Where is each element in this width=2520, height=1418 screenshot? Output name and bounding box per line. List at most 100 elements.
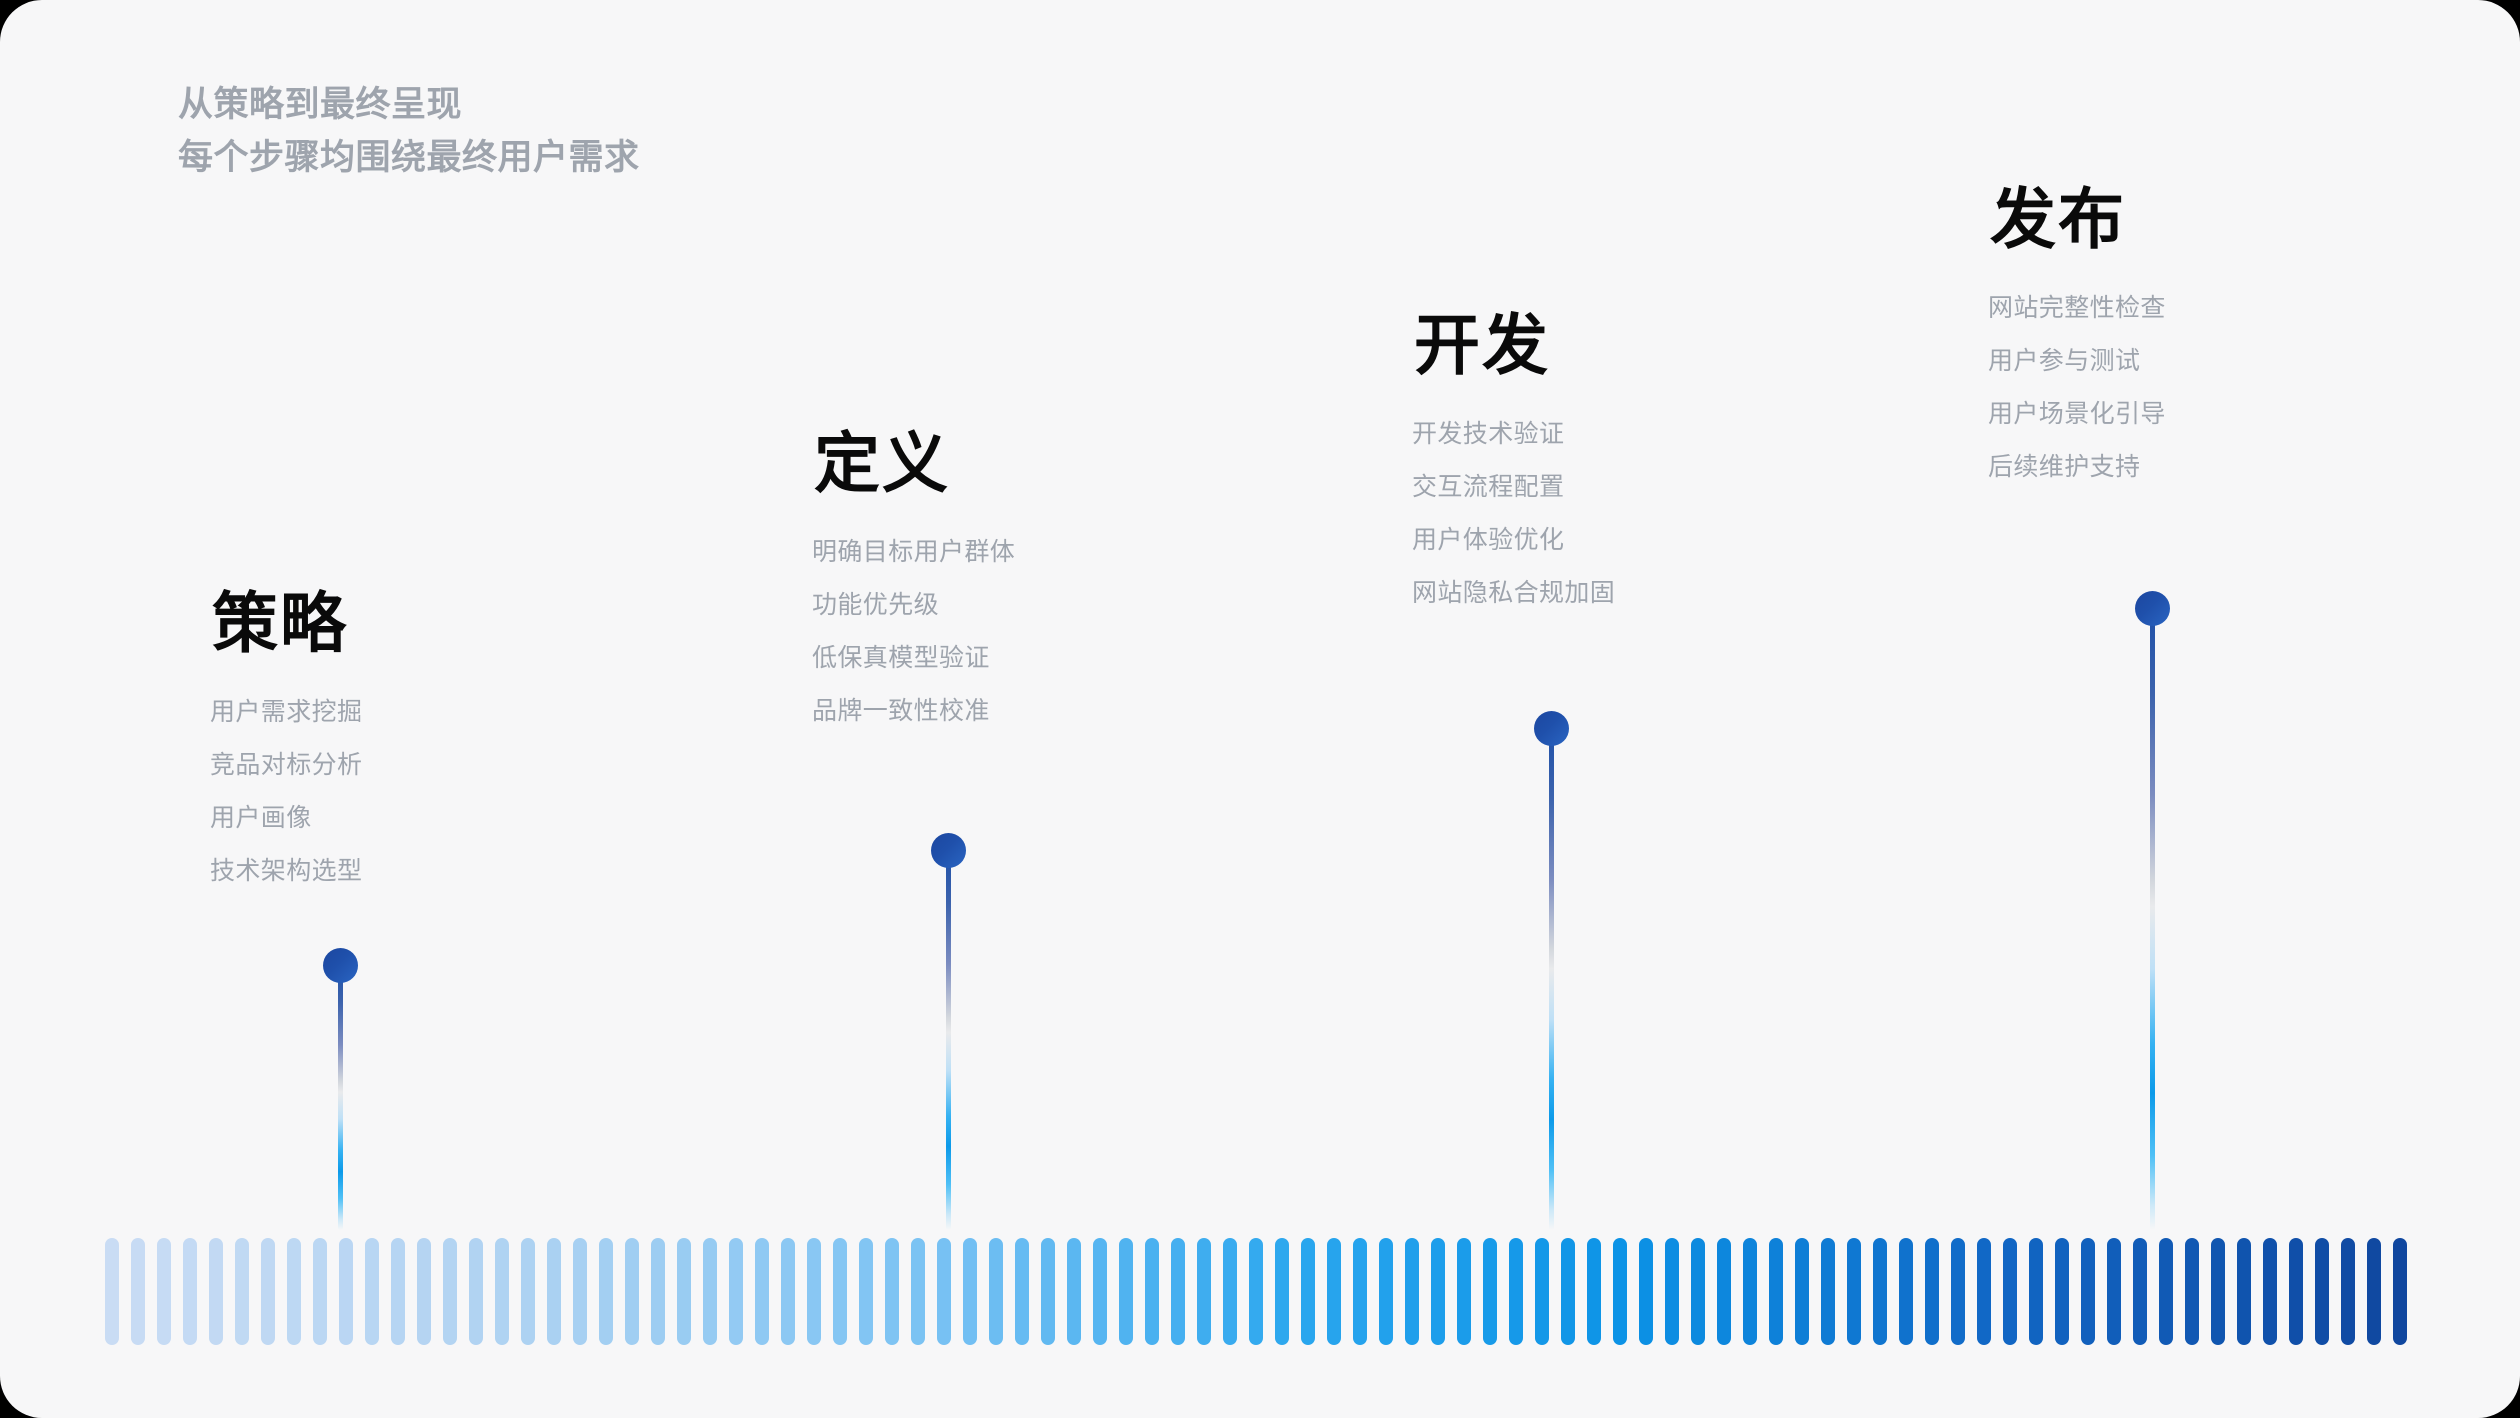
stage-item-list-3: 开发技术验证 交互流程配置 用户体验优化 网站隐私合规加固: [1412, 422, 1615, 606]
timeline-marker-4[interactable]: [2135, 591, 2170, 626]
baseline-bar: [755, 1238, 769, 1345]
stage-title-3: 开发: [1414, 308, 1550, 382]
baseline-bar: [807, 1238, 821, 1345]
stage-title-1: 策略: [212, 586, 348, 660]
timeline-baseline-bars: [105, 1238, 2417, 1345]
baseline-bar: [235, 1238, 249, 1345]
list-item: 开发技术验证: [1412, 420, 1565, 448]
baseline-bar: [2367, 1238, 2381, 1345]
baseline-bar: [1119, 1238, 1133, 1345]
baseline-bar: [1145, 1238, 1159, 1345]
baseline-bar: [105, 1238, 119, 1345]
baseline-bar: [365, 1238, 379, 1345]
baseline-bar: [1067, 1238, 1081, 1345]
stage-block-1[interactable]: 策略 用户需求挖掘 竞品对标分析 用户画像 技术架构选型: [210, 590, 362, 884]
baseline-bar: [1171, 1238, 1185, 1345]
baseline-bar: [2315, 1238, 2329, 1345]
heading-line-2: 每个步骤均围绕最终用户需求: [178, 138, 640, 178]
stage-item-list-4: 网站完整性检查 用户参与测试 用户场景化引导 后续维护支持: [1988, 296, 2166, 480]
baseline-bar: [911, 1238, 925, 1345]
baseline-bar: [495, 1238, 509, 1345]
list-item: 品牌一致性校准: [812, 697, 990, 725]
baseline-bar: [859, 1238, 873, 1345]
list-item: 竞品对标分析: [210, 751, 363, 779]
baseline-bar: [443, 1238, 457, 1345]
list-item: 低保真模型验证: [812, 644, 990, 672]
baseline-bar: [2159, 1238, 2173, 1345]
stage-item-list-2: 明确目标用户群体 功能优先级 低保真模型验证 品牌一致性校准: [812, 540, 1015, 724]
list-item: 用户体验优化: [1412, 526, 1565, 554]
baseline-bar: [1197, 1238, 1211, 1345]
baseline-bar: [1873, 1238, 1887, 1345]
baseline-bar: [989, 1238, 1003, 1345]
baseline-bar: [547, 1238, 561, 1345]
stage-block-4[interactable]: 发布 网站完整性检查 用户参与测试 用户场景化引导 后续维护支持: [1988, 186, 2166, 480]
timeline-marker-3[interactable]: [1534, 711, 1569, 746]
baseline-bar: [2263, 1238, 2277, 1345]
baseline-bar: [157, 1238, 171, 1345]
baseline-bar: [2341, 1238, 2355, 1345]
baseline-bar: [1327, 1238, 1341, 1345]
list-item: 用户画像: [210, 804, 312, 832]
baseline-bar: [1223, 1238, 1237, 1345]
baseline-bar: [937, 1238, 951, 1345]
baseline-bar: [1509, 1238, 1523, 1345]
baseline-bar: [2237, 1238, 2251, 1345]
baseline-bar: [2211, 1238, 2225, 1345]
baseline-bar: [885, 1238, 899, 1345]
baseline-bar: [1015, 1238, 1029, 1345]
baseline-bar: [729, 1238, 743, 1345]
baseline-bar: [963, 1238, 977, 1345]
baseline-bar: [1561, 1238, 1575, 1345]
baseline-bar: [1717, 1238, 1731, 1345]
timeline-stem-3: [1549, 728, 1554, 1230]
baseline-bar: [287, 1238, 301, 1345]
baseline-bar: [1951, 1238, 1965, 1345]
baseline-bar: [2133, 1238, 2147, 1345]
baseline-bar: [2393, 1238, 2407, 1345]
stage-title-2: 定义: [814, 426, 950, 500]
baseline-bar: [1613, 1238, 1627, 1345]
baseline-bar: [651, 1238, 665, 1345]
timeline-marker-1[interactable]: [323, 948, 358, 983]
baseline-bar: [1795, 1238, 1809, 1345]
baseline-bar: [1431, 1238, 1445, 1345]
baseline-bar: [833, 1238, 847, 1345]
baseline-bar: [1301, 1238, 1315, 1345]
list-item: 网站完整性检查: [1988, 294, 2166, 322]
baseline-bar: [1275, 1238, 1289, 1345]
baseline-bar: [1821, 1238, 1835, 1345]
list-item: 用户参与测试: [1988, 347, 2141, 375]
baseline-bar: [1483, 1238, 1497, 1345]
baseline-bar: [2029, 1238, 2043, 1345]
list-item: 后续维护支持: [1988, 453, 2141, 481]
baseline-bar: [599, 1238, 613, 1345]
baseline-bar: [573, 1238, 587, 1345]
baseline-bar: [2289, 1238, 2303, 1345]
stage-block-3[interactable]: 开发 开发技术验证 交互流程配置 用户体验优化 网站隐私合规加固: [1412, 312, 1615, 606]
baseline-bar: [1587, 1238, 1601, 1345]
baseline-bar: [469, 1238, 483, 1345]
baseline-bar: [1249, 1238, 1263, 1345]
stage-block-2[interactable]: 定义 明确目标用户群体 功能优先级 低保真模型验证 品牌一致性校准: [812, 430, 1015, 724]
baseline-bar: [1535, 1238, 1549, 1345]
baseline-bar: [339, 1238, 353, 1345]
list-item: 交互流程配置: [1412, 473, 1565, 501]
timeline-stem-1: [338, 965, 343, 1230]
baseline-bar: [313, 1238, 327, 1345]
baseline-bar: [1899, 1238, 1913, 1345]
list-item: 网站隐私合规加固: [1412, 579, 1616, 607]
timeline-stem-4: [2150, 608, 2155, 1230]
baseline-bar: [677, 1238, 691, 1345]
timeline-marker-2[interactable]: [931, 833, 966, 868]
baseline-bar: [131, 1238, 145, 1345]
baseline-bar: [1847, 1238, 1861, 1345]
baseline-bar: [2107, 1238, 2121, 1345]
list-item: 明确目标用户群体: [812, 538, 1016, 566]
baseline-bar: [521, 1238, 535, 1345]
baseline-bar: [183, 1238, 197, 1345]
baseline-bar: [625, 1238, 639, 1345]
list-item: 技术架构选型: [210, 857, 363, 885]
list-item: 功能优先级: [812, 591, 940, 619]
